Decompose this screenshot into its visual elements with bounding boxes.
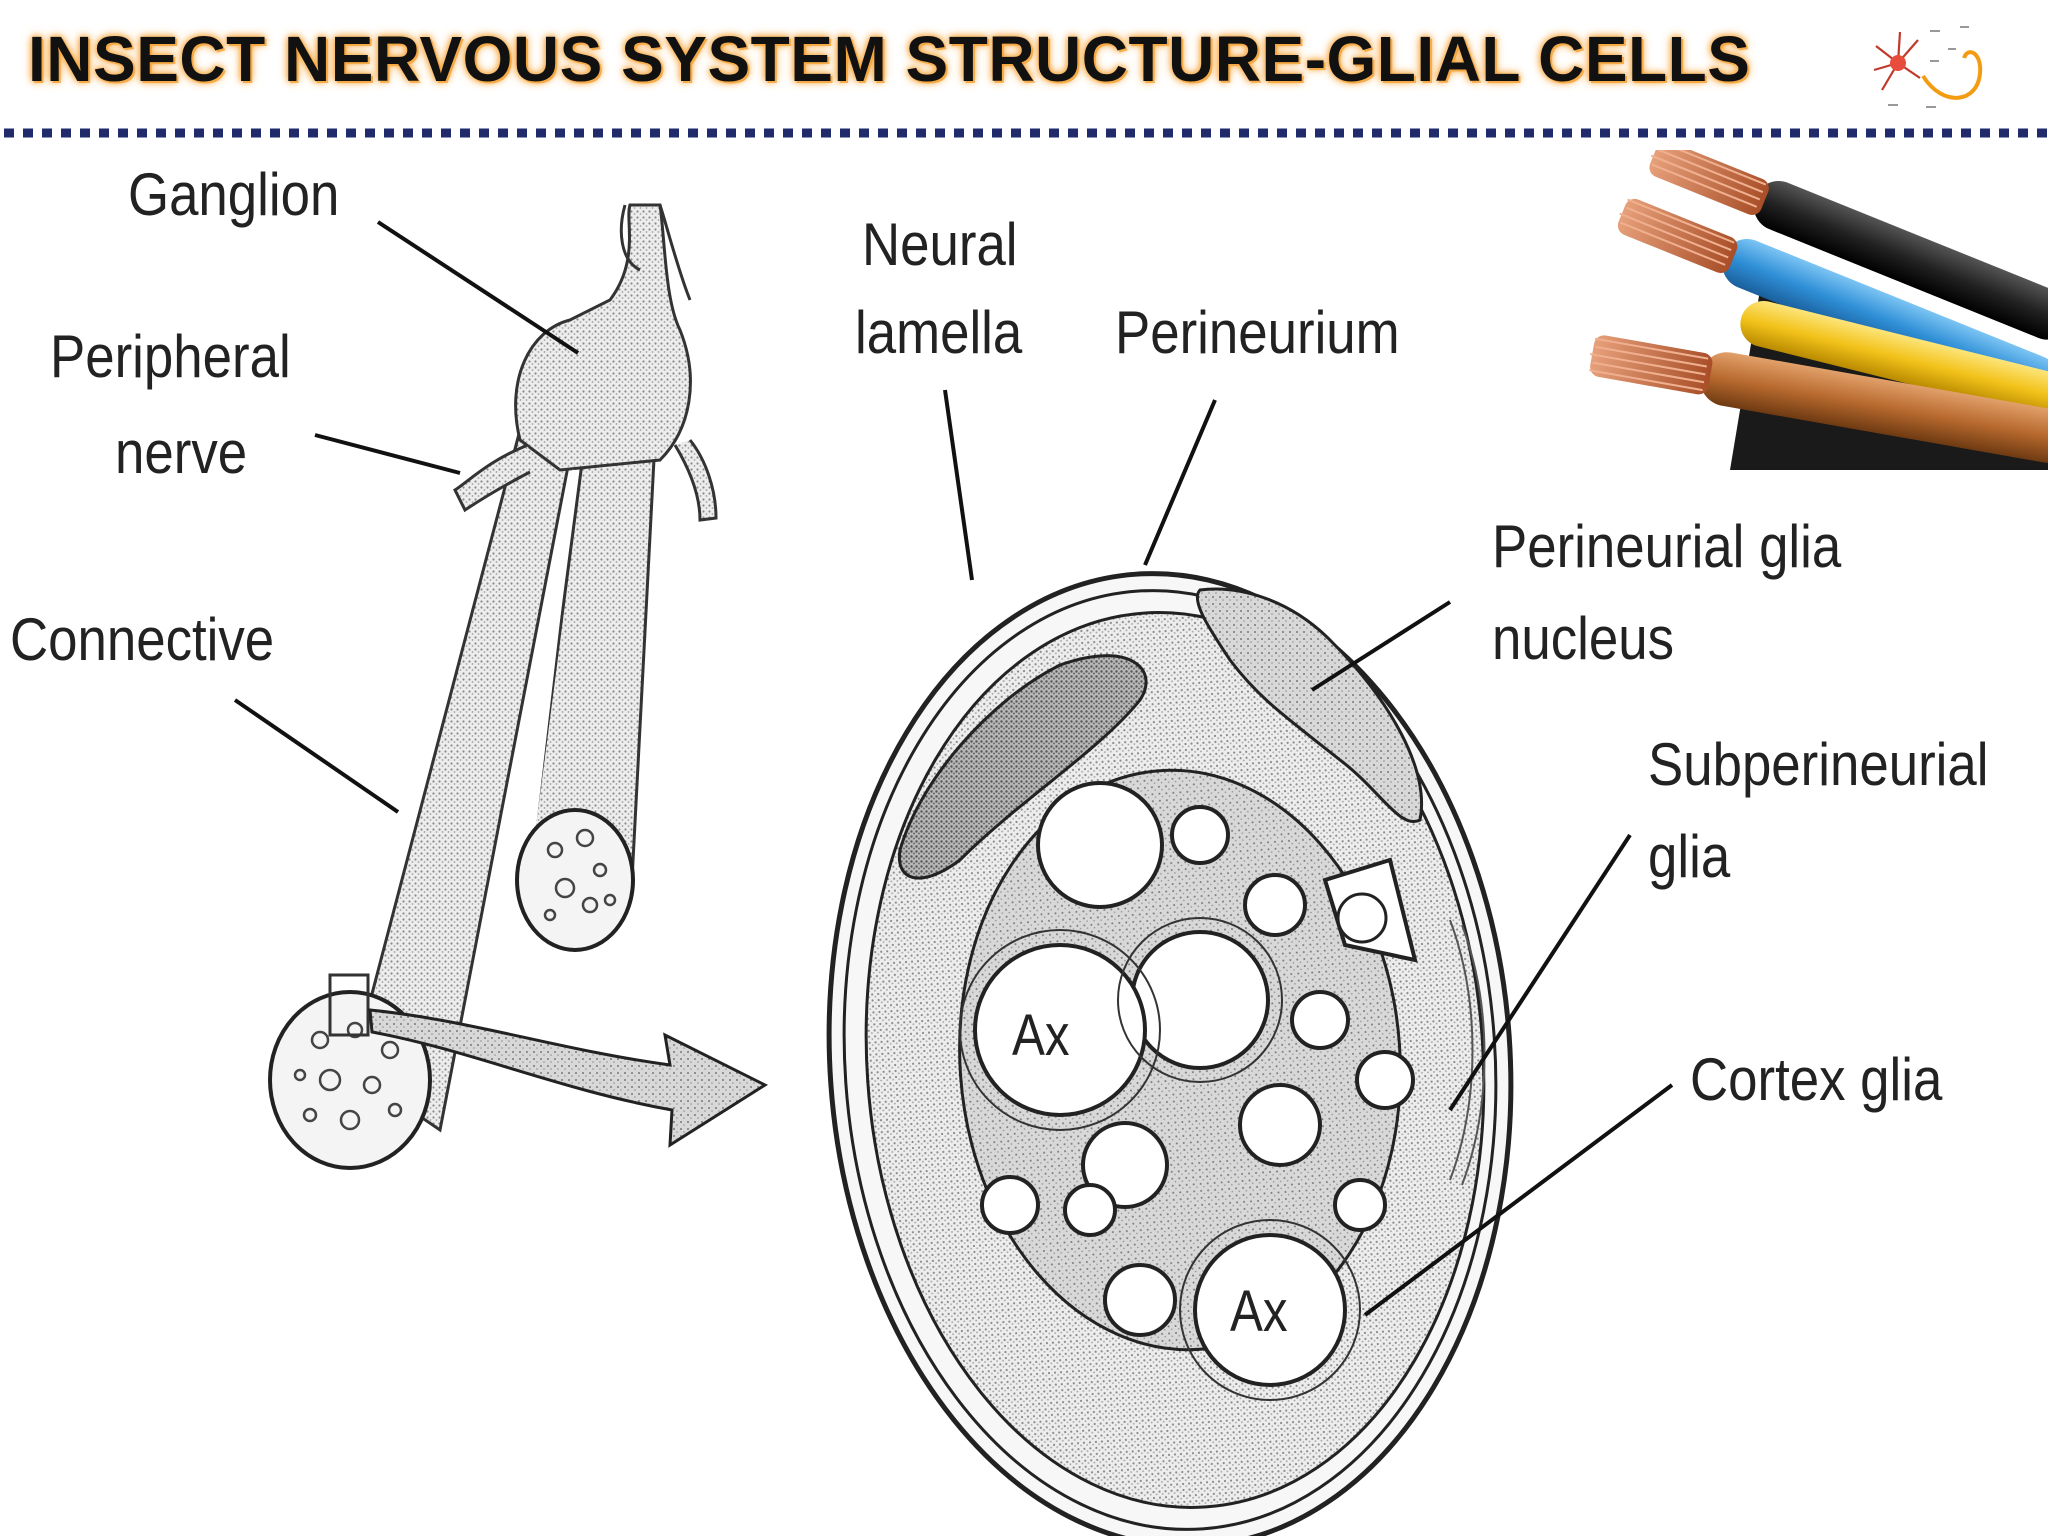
label-subperineurial-glia-line2: glia	[1648, 823, 1731, 890]
label-neural-lamella-line2: lamella	[855, 299, 1023, 366]
label-neural-lamella-line1: Neural	[862, 211, 1018, 278]
label-peripheral-nerve-line2: nerve	[115, 419, 248, 486]
cross-section-drawing	[826, 571, 1514, 1536]
label-axon-1: Ax	[1012, 1003, 1070, 1068]
label-subperineurial-glia-line1: Subperineurial	[1648, 731, 1989, 798]
label-peripheral-nerve-line1: Peripheral	[50, 323, 291, 390]
label-axon-2: Ax	[1230, 1279, 1288, 1344]
neuron-icon	[1873, 26, 1983, 108]
leader-lines	[233, 220, 1674, 1317]
label-perineurial-glia-nucleus-line2: nucleus	[1492, 605, 1674, 672]
page-title: INSECT NERVOUS SYSTEM STRUCTURE-GLIAL CE…	[28, 23, 1751, 95]
label-connective: Connective	[10, 606, 275, 673]
nerve-cord-drawing	[268, 203, 769, 1170]
electrical-cable-image	[1589, 150, 2048, 470]
label-perineurium: Perineurium	[1115, 299, 1400, 366]
label-perineurial-glia-nucleus-line1: Perineurial glia	[1492, 513, 1842, 580]
label-ganglion: Ganglion	[128, 161, 340, 228]
label-cortex-glia: Cortex glia	[1690, 1046, 1943, 1113]
